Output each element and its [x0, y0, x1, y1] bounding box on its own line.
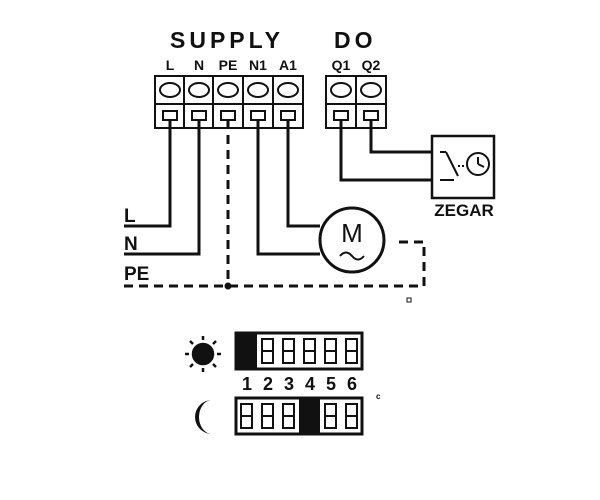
stray-mark [406, 297, 412, 303]
timer: ZEGAR [430, 134, 496, 220]
dip-night-switch-2 [261, 403, 274, 429]
dip-position-numbers: 1 2 3 4 5 6 [242, 374, 357, 394]
dip-night-switch-4 [299, 398, 320, 434]
dip-day-switch-6 [345, 338, 358, 364]
dip-night-switch-5 [324, 403, 337, 429]
wire-pe-bus [124, 240, 426, 288]
moon-icon [195, 400, 212, 434]
terminal-clamps [162, 110, 296, 121]
wire-n [124, 120, 201, 256]
terminal-label-l: L [166, 57, 175, 73]
dip-day-switch-4 [303, 338, 316, 364]
line-label-l: L [124, 206, 136, 227]
dip-number: 1 [242, 374, 252, 394]
pe-wiring [124, 120, 426, 288]
dip-number: 2 [263, 374, 273, 394]
terminal-label-n: N [194, 57, 204, 73]
line-label-pe: PE [124, 264, 149, 285]
dip-day-switch-1 [236, 333, 257, 369]
terminal-label-a1: A1 [279, 57, 297, 73]
dip-night-switch-3 [282, 403, 295, 429]
terminal-label-n1: N1 [249, 57, 267, 73]
dip-number: 6 [347, 374, 357, 394]
terminal-screws [159, 82, 299, 98]
do-terminal-block [325, 75, 387, 129]
timer-label: ZEGAR [434, 201, 494, 220]
wire-q2 [369, 120, 432, 154]
terminal-label-q2: Q2 [362, 57, 381, 73]
terminal-label-pe: PE [219, 57, 238, 73]
dip-number: 3 [284, 374, 294, 394]
dip-night-switch-6 [345, 403, 358, 429]
dip-switch-night [234, 396, 364, 436]
supply-terminal-labels: L N PE N1 A1 [166, 57, 297, 73]
wire-n1 [256, 120, 320, 256]
supply-header: SUPPLY [170, 27, 284, 53]
switch-icon [440, 151, 464, 181]
dip-switch-day [234, 331, 364, 371]
dip-night-switch-1 [240, 403, 253, 429]
line-label-n: N [124, 234, 138, 255]
motor-icon: M [318, 206, 386, 274]
wire-q1 [339, 120, 432, 182]
sun-icon [185, 336, 221, 372]
wiring [124, 120, 432, 256]
pe-junction [224, 282, 232, 290]
wire-l [124, 120, 172, 228]
do-header: DO [334, 27, 377, 53]
dip-number: 5 [326, 374, 336, 394]
incoming-line-labels: L N PE [124, 206, 149, 285]
motor-label: M [341, 218, 363, 248]
clock-icon [466, 152, 490, 176]
wire-a1 [286, 120, 320, 228]
terminal-label-q1: Q1 [332, 57, 351, 73]
dip-day-switch-2 [261, 338, 274, 364]
do-terminal-labels: Q1 Q2 [332, 57, 381, 73]
stray-mark-c: c [376, 392, 381, 401]
dip-number: 4 [305, 374, 315, 394]
dip-day-switch-5 [324, 338, 337, 364]
dip-day-switch-3 [282, 338, 295, 364]
